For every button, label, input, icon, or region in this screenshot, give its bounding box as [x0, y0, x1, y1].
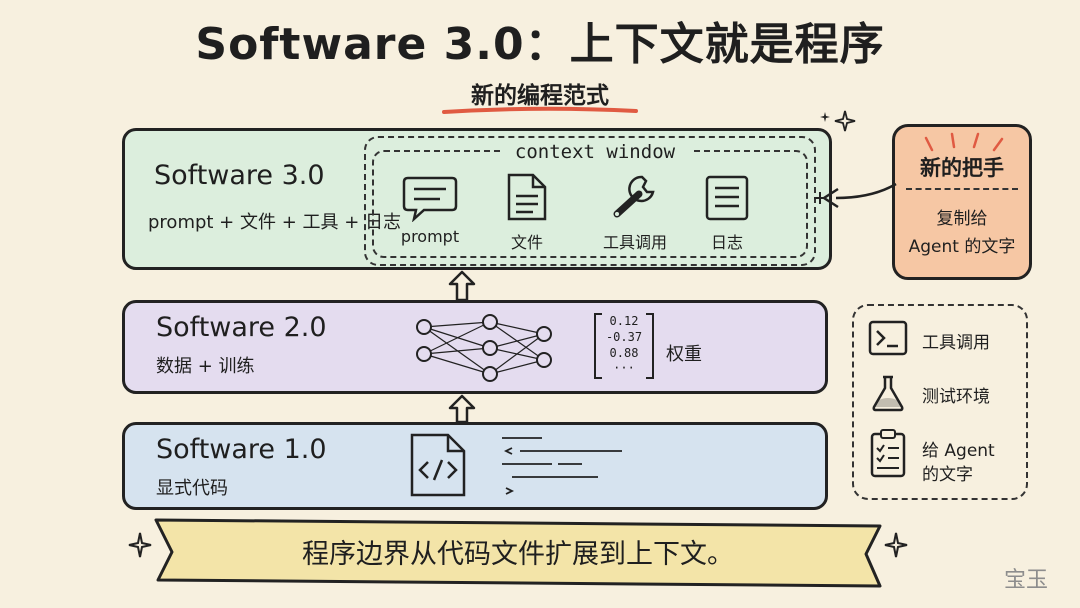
sparkle-left-icon	[128, 532, 152, 558]
subtitle-underline	[442, 106, 638, 114]
code-lines-icon	[502, 437, 622, 495]
legend-item-agent-text-line2: 的文字	[922, 465, 973, 485]
log-icon	[705, 175, 749, 221]
handle-arrow	[814, 182, 897, 209]
rays-icon	[924, 132, 1004, 152]
neural-network-icon	[416, 314, 552, 382]
up-arrow-icon	[448, 270, 476, 302]
watermark: 宝玉	[1003, 568, 1048, 593]
code-file-icon	[410, 433, 466, 497]
handle-body-line1: 复制给	[936, 209, 988, 229]
layer-2-title: Software 2.0	[156, 312, 327, 343]
checklist-icon	[870, 429, 906, 478]
page-title: Software 3.0：上下文就是程序	[195, 19, 885, 70]
context-window-title: context window	[514, 141, 676, 163]
weight-value: -0.37	[605, 330, 643, 344]
legend-item-tool-call: 工具调用	[922, 333, 990, 353]
up-arrow-icon	[448, 394, 476, 424]
context-item-prompt: prompt	[400, 227, 460, 246]
context-item-tool-call: 工具调用	[602, 233, 667, 252]
chat-bubble-icon	[402, 176, 458, 222]
banner-ribbon	[154, 518, 882, 588]
flask-icon	[872, 375, 904, 412]
banner-text: 程序边界从代码文件扩展到上下文。	[302, 539, 734, 570]
terminal-icon	[868, 320, 908, 356]
page-subtitle: 新的编程范式	[471, 83, 609, 109]
legend-item-agent-text-line1: 给 Agent	[922, 441, 995, 461]
handle-title: 新的把手	[920, 156, 1004, 180]
layer-software-1	[122, 422, 828, 510]
layer-2-subtitle: 数据 + 训练	[156, 356, 255, 377]
context-item-file: 文件	[510, 233, 543, 252]
layer-3-subtitle: prompt + 文件 + 工具 + 日志	[148, 212, 402, 233]
weight-value: ···	[613, 361, 635, 375]
context-item-log: 日志	[710, 233, 743, 252]
document-icon	[507, 173, 547, 221]
new-handle-card	[892, 124, 1032, 280]
handle-body-line2: Agent 的文字	[908, 237, 1016, 257]
wrench-icon	[613, 175, 655, 218]
legend-item-test-env: 测试环境	[922, 387, 990, 407]
layer-1-title: Software 1.0	[156, 434, 327, 465]
legend-panel	[852, 304, 1028, 500]
layer-3-title: Software 3.0	[154, 160, 325, 191]
weight-value: 0.12	[609, 314, 639, 328]
sparkle-right-icon	[884, 532, 908, 558]
weights-label: 权重	[666, 344, 702, 365]
context-window-outer	[364, 136, 816, 266]
layer-1-subtitle: 显式代码	[156, 478, 228, 499]
weight-matrix-brackets	[594, 313, 654, 379]
sparkle-small-icon	[820, 112, 830, 122]
sparkle-icon	[834, 110, 856, 132]
layer-software-2	[122, 300, 828, 394]
weight-value: 0.88	[609, 346, 639, 360]
